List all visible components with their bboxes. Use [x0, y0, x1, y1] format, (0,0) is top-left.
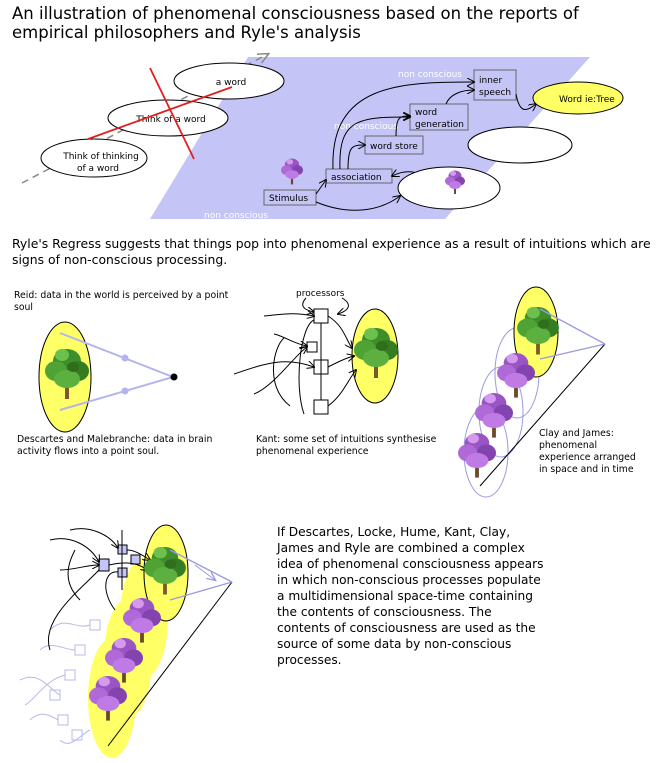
kant-diagram: processors [233, 289, 399, 415]
clay-tree-purple-3 [458, 432, 496, 478]
combined-diagram [19, 524, 233, 758]
empty-ellipse [467, 126, 573, 164]
arrow-association-innerspeech [332, 82, 474, 170]
point-soul [170, 373, 178, 381]
word-store-label: word store [370, 142, 418, 152]
regress-word-1-line2: of a word [77, 164, 119, 174]
ryle-text: Ryle's Regress suggests that things pop … [12, 236, 651, 267]
non-conscious-label-2: non conscious [334, 122, 398, 132]
arrow-association-wordstore [347, 145, 365, 170]
top-diagram: Think of thinking of a word Think of a w… [21, 46, 624, 221]
kant-caption: Kant: some set of intuitions synthesise … [256, 434, 437, 457]
regress-ellipse-1 [40, 138, 148, 178]
combined-time-axis [107, 581, 233, 747]
arrow-association-generation [339, 117, 410, 170]
page-title: An illustration of phenomenal consciousn… [12, 4, 579, 42]
processor-box-4 [313, 399, 329, 415]
faint-processor-network [19, 619, 101, 744]
reid-ray-bottom [59, 376, 174, 411]
clay-diagram [458, 286, 606, 498]
clay-caption: Clay and James: phenomenal experience ar… [539, 428, 636, 475]
stimulus-box [263, 189, 317, 206]
perception-ellipse [397, 166, 501, 210]
non-conscious-label-1: non conscious [398, 70, 462, 80]
arrow-wordstore-generation [395, 116, 410, 137]
red-cross-line-2 [149, 67, 195, 160]
combined-ray-top [169, 549, 233, 583]
reid-node-bottom [121, 387, 129, 395]
time-axis [479, 343, 606, 487]
word-generation-line1: word [415, 108, 437, 118]
processors-label: processors [296, 289, 345, 299]
clay-ray-top [539, 308, 606, 345]
reid-ray-top [59, 332, 174, 378]
combined-text: If Descartes, Locke, Hume, Kant, Clay, J… [277, 525, 544, 667]
regress-ellipse-3 [173, 62, 285, 100]
stimulus-label: Stimulus [269, 194, 308, 204]
combined-ray-bottom [169, 581, 233, 601]
arrow-stimulus-association [315, 180, 326, 195]
reid-caption: Reid: data in the world is perceived by … [14, 290, 229, 313]
reid-node-top [121, 354, 129, 362]
regress-word-2: Think of a word [135, 115, 206, 125]
processor-network [47, 528, 150, 651]
inner-speech-line1: inner [479, 76, 502, 86]
regress-ellipse-2 [107, 99, 229, 137]
arrow-stimulus-ellipse [315, 196, 400, 211]
arrow-innerspeech-word [515, 93, 536, 110]
association-label: association [331, 173, 382, 183]
arrow-generation-innerspeech [445, 90, 474, 105]
reid-diagram [38, 321, 178, 433]
descartes-caption: Descartes and Malebranche: data in brain… [17, 434, 213, 457]
clay-ray-bottom [539, 343, 606, 360]
regress-word-1-line1: Think of thinking [62, 152, 139, 162]
inner-speech-line2: speech [479, 88, 511, 98]
non-conscious-label-3: non conscious [204, 211, 268, 221]
word-generation-line2: generation [415, 120, 464, 130]
red-cross-line-1 [87, 86, 233, 140]
regress-word-3: a word [216, 78, 247, 88]
processor-box-1 [313, 308, 329, 324]
word-tree-ellipse [532, 81, 624, 115]
word-result-label: Word ie:Tree [559, 95, 615, 105]
processor-box-2 [306, 341, 318, 353]
